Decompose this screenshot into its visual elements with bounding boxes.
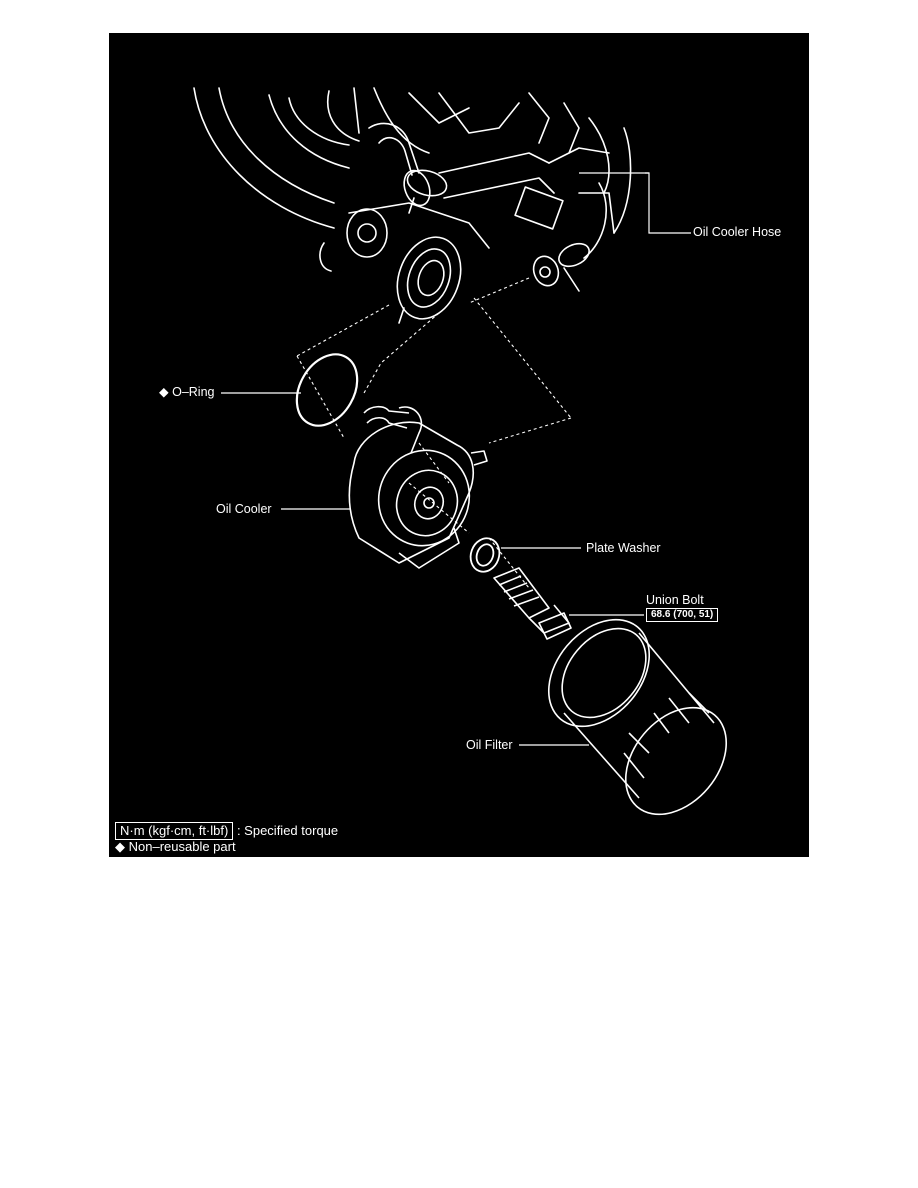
o-ring-label: ◆ O–Ring [159,385,215,399]
mount-flange-drawing [319,186,564,324]
union-bolt-drawing [493,567,572,640]
engine-pulley-drawing [193,87,632,234]
union-bolt-torque-box: 68.6 (700, 51) [646,608,719,622]
diagram-drawing [193,87,728,816]
torque-units-box: N·m (kgf·cm, ft·lbf) [115,822,234,840]
torque-legend: N·m (kgf·cm, ft·lbf) : Specified torque [115,822,338,840]
torque-legend-desc: : Specified torque [236,823,339,838]
oil-filter-drawing [547,618,728,816]
oil-cooler-hose-drawing [368,122,615,292]
oil-cooler-hose-leader [645,172,691,234]
non-reusable-legend-icon: ◆ [115,839,125,854]
plate-washer-label: Plate Washer [586,541,661,555]
non-reusable-icon: ◆ [159,385,169,399]
non-reusable-legend-desc: Non–reusable part [128,839,236,854]
oil-cooler-exploded-diagram: Oil Cooler Hose ◆ O–Ring Oil Cooler Plat… [109,33,809,857]
oil-cooler-label: Oil Cooler [216,502,272,516]
plate-washer-drawing [469,537,501,573]
oil-filter-label: Oil Filter [466,738,513,752]
union-bolt-label: Union Bolt [646,593,704,607]
o-ring-text: O–Ring [172,385,215,399]
oil-cooler-hose-label: Oil Cooler Hose [693,225,782,239]
o-ring-drawing [295,353,359,427]
non-reusable-legend: ◆ Non–reusable part [115,839,236,855]
oil-cooler-drawing [348,405,488,569]
leader-lines [221,172,691,746]
assembly-guide-lines [296,277,572,589]
